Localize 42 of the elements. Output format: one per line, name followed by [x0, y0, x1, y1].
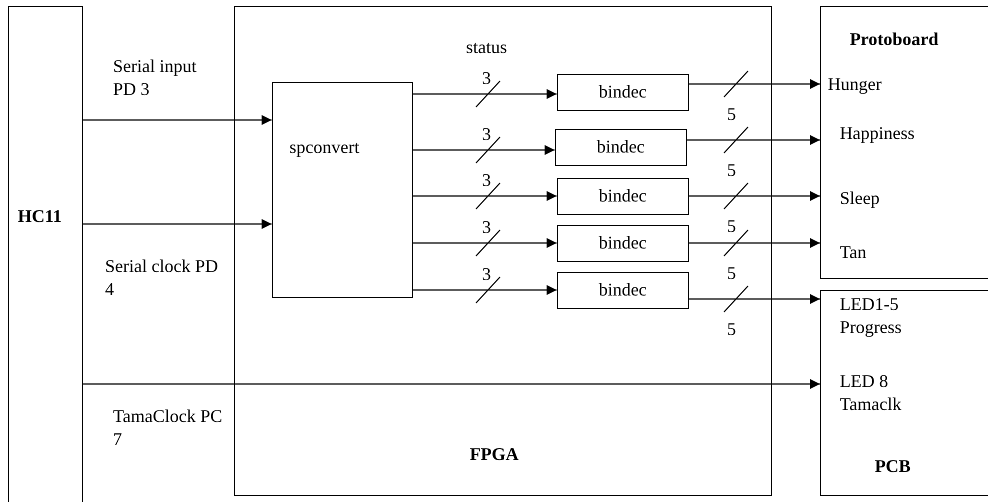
arrow — [412, 89, 557, 99]
decoder-block — [556, 74, 689, 111]
fpga-block — [234, 6, 772, 496]
arrow — [688, 79, 820, 89]
board-block — [820, 6, 988, 279]
block-label: Happiness — [840, 122, 915, 145]
block-label: Tan — [840, 240, 866, 264]
block-label: bindec — [598, 80, 648, 104]
edge-label: TamaClock PC 7 — [113, 405, 224, 451]
block-label: HC11 — [18, 204, 62, 228]
converter-block — [272, 82, 413, 298]
block-label: Protoboard — [850, 28, 938, 51]
block-label: bindec — [596, 136, 646, 159]
decoder-block — [554, 128, 687, 166]
microcontroller-block — [8, 6, 83, 502]
arrow — [412, 191, 557, 201]
block-label: Sleep — [840, 186, 880, 210]
block-label: LED 8 Tamaclk — [840, 370, 902, 416]
block-label: bindec — [598, 232, 648, 255]
arrow — [686, 135, 820, 145]
arrow — [412, 145, 555, 155]
edge-label: Serial input PD 3 — [113, 55, 198, 101]
arrow — [688, 294, 820, 304]
decoder-block — [556, 224, 689, 262]
arrow — [83, 219, 272, 229]
arrow — [412, 285, 557, 295]
block-label: PCB — [874, 454, 911, 478]
block-label: bindec — [598, 184, 648, 208]
decoder-block — [556, 272, 689, 309]
block-label: LED1-5 Progress — [840, 292, 903, 339]
arrow — [412, 238, 557, 248]
arrow — [688, 191, 820, 201]
arrow — [83, 115, 272, 125]
decoder-block — [556, 178, 689, 215]
edge-label: Serial clock PD 4 — [105, 255, 219, 301]
block-label: spconvert — [289, 136, 360, 160]
block-label: FPGA — [470, 442, 519, 466]
arrow — [83, 379, 820, 389]
block-label: bindec — [598, 278, 648, 302]
arrow — [688, 238, 820, 248]
block-label: Hunger — [828, 72, 882, 96]
board-block — [820, 290, 988, 496]
